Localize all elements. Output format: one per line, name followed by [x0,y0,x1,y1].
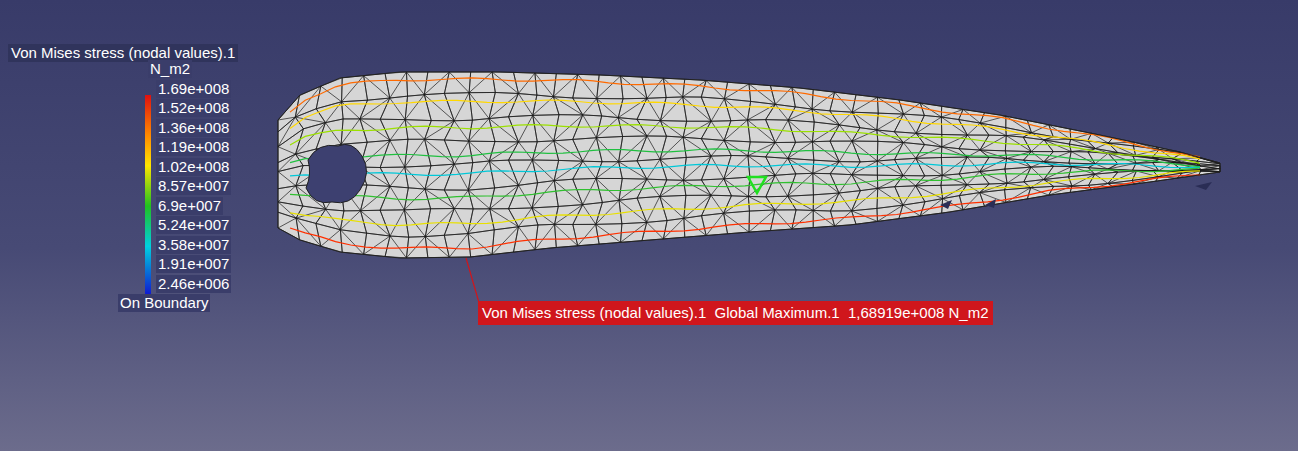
scale-value: 1.52e+008 [156,99,231,117]
stress-contour [290,171,1200,226]
scale-value: 1.02e+008 [156,158,231,176]
scale-value: 3.58e+007 [156,236,231,254]
scale-note: On Boundary [118,294,210,312]
callout-text: Von Mises stress (nodal values).1 Global… [482,304,989,321]
scale-value: 6.9e+007 [156,197,223,215]
legend-title: Von Mises stress (nodal values).1 [8,44,238,62]
leader-line [466,258,480,306]
scale-value: 2.46e+006 [156,275,231,293]
color-scale-bar [145,95,151,297]
bolt-hole [306,144,367,202]
max-marker [748,177,766,193]
scale-value: 5.24e+007 [156,216,231,234]
scale-value: 1.69e+008 [156,80,231,98]
mesh-lines [278,72,1220,258]
max-callout-box: Von Mises stress (nodal values).1 Global… [478,301,993,325]
part-body [278,72,1220,258]
scale-value: 1.19e+008 [156,138,231,156]
scale-value: 1.36e+008 [156,119,231,137]
stress-contour [290,78,1200,157]
mesh-spot [940,182,1212,209]
scale-value: 8.57e+007 [156,177,231,195]
unit-label: N_m2 [148,60,192,78]
stress-contour [290,168,1200,200]
stress-contour [290,149,1200,167]
stress-contour [290,175,1200,249]
part-outline [278,72,1220,258]
scale-value: 1.91e+007 [156,255,231,273]
